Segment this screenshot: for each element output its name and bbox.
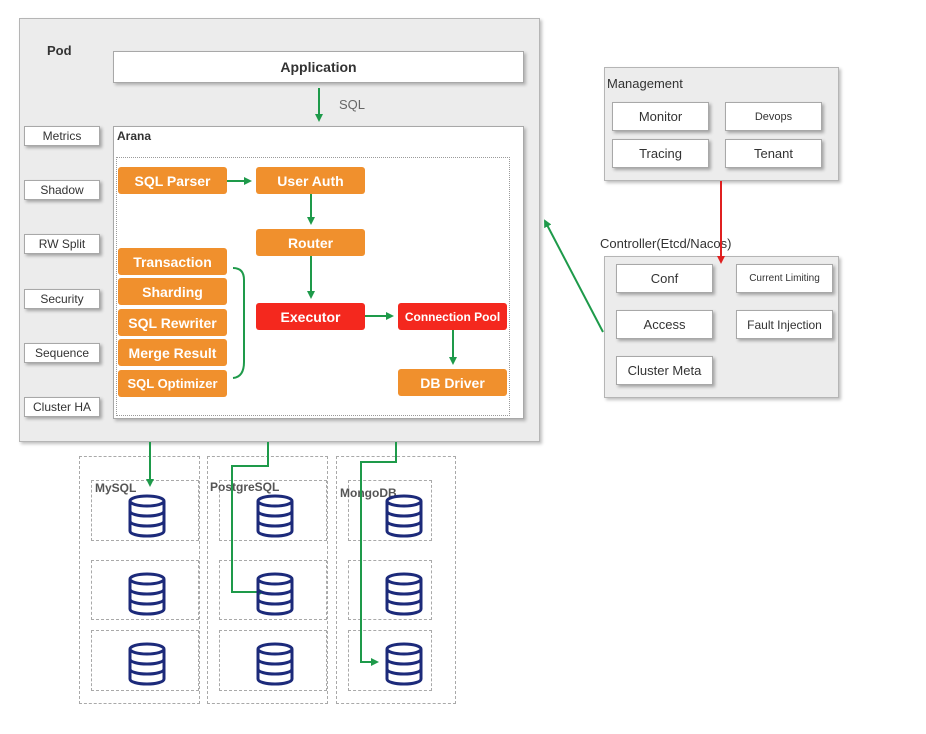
- database-icon: [256, 642, 294, 686]
- arrow-pod-to-postgresql: [231, 442, 269, 596]
- db-cell: [91, 480, 199, 541]
- management-title: Management: [607, 76, 683, 91]
- db-cell: [91, 630, 199, 691]
- application-box: Application: [113, 51, 524, 83]
- controller-conf[interactable]: Conf: [616, 264, 713, 293]
- side-item-cluster-ha[interactable]: Cluster HA: [24, 397, 100, 417]
- side-item-shadow[interactable]: Shadow: [24, 180, 100, 200]
- plugin-merge-result[interactable]: Merge Result: [118, 339, 227, 366]
- side-item-sequence[interactable]: Sequence: [24, 343, 100, 363]
- pod-title: Pod: [47, 43, 72, 58]
- mysql-column: [79, 456, 200, 704]
- sql-label: SQL: [339, 97, 366, 112]
- plugins-brace: [232, 267, 245, 379]
- plugin-sql-rewriter[interactable]: SQL Rewriter: [118, 309, 227, 336]
- database-icon: [128, 494, 166, 538]
- application-label: Application: [280, 59, 357, 75]
- db-cell: [348, 630, 432, 691]
- arana-title: Arana: [117, 129, 152, 143]
- database-icon: [385, 642, 423, 686]
- mongodb-label: MongoDB: [340, 486, 397, 500]
- controller-current-limiting[interactable]: Current Limiting: [736, 264, 833, 293]
- database-icon: [256, 572, 294, 616]
- executor-node[interactable]: Executor: [256, 303, 365, 330]
- db-cell: [348, 480, 432, 541]
- controller-title: Controller(Etcd/Nacos): [600, 236, 732, 251]
- db-cell: [348, 560, 432, 620]
- management-tenant[interactable]: Tenant: [725, 139, 822, 168]
- controller-fault-injection[interactable]: Fault Injection: [736, 310, 833, 339]
- postgresql-label: PostgreSQL: [210, 480, 280, 494]
- management-monitor[interactable]: Monitor: [612, 102, 709, 131]
- router-node[interactable]: Router: [256, 229, 365, 256]
- side-item-rw-split[interactable]: RW Split: [24, 234, 100, 254]
- arrow-pod-to-mongodb: [360, 442, 397, 666]
- db-cell: [219, 630, 327, 691]
- side-item-metrics[interactable]: Metrics: [24, 126, 100, 146]
- database-icons: [128, 494, 423, 686]
- db-cell: [219, 480, 327, 541]
- database-icon: [385, 494, 423, 538]
- controller-cluster-meta[interactable]: Cluster Meta: [616, 356, 713, 385]
- management-tracing[interactable]: Tracing: [612, 139, 709, 168]
- plugin-transaction[interactable]: Transaction: [118, 248, 227, 275]
- plugin-sql-optimizer[interactable]: SQL Optimizer: [118, 370, 227, 397]
- database-icon: [256, 494, 294, 538]
- sql-parser-node[interactable]: SQL Parser: [118, 167, 227, 194]
- db-cell: [219, 560, 327, 620]
- arana-inner-boundary: [116, 157, 510, 416]
- user-auth-node[interactable]: User Auth: [256, 167, 365, 194]
- database-icon: [128, 572, 166, 616]
- mysql-label: MySQL: [95, 481, 137, 495]
- database-icon: [385, 572, 423, 616]
- management-devops[interactable]: Devops: [725, 102, 822, 131]
- controller-access[interactable]: Access: [616, 310, 713, 339]
- arrow-controller-to-pod: [544, 219, 604, 333]
- side-item-security[interactable]: Security: [24, 289, 100, 309]
- plugin-sharding[interactable]: Sharding: [118, 278, 227, 305]
- db-driver-node[interactable]: DB Driver: [398, 369, 507, 396]
- connection-pool-node[interactable]: Connection Pool: [398, 303, 507, 330]
- db-cell: [91, 560, 199, 620]
- database-icon: [128, 642, 166, 686]
